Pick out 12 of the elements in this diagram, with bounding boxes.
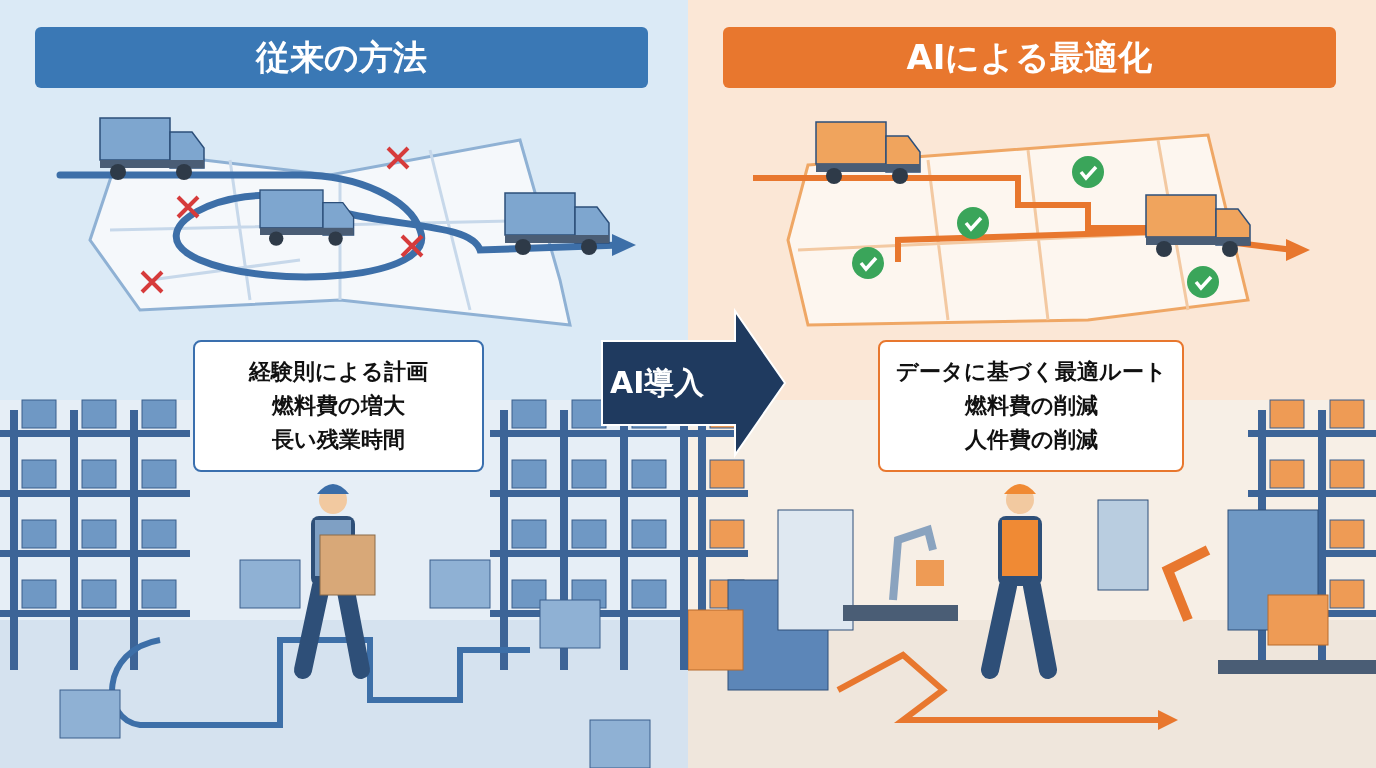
text-line: データに基づく最適ルート [895, 358, 1167, 386]
text-box [193, 340, 484, 472]
edge-label: AI導入 [610, 364, 705, 402]
arrow [601, 307, 787, 459]
text-line: 燃料費の削減 [964, 392, 1098, 420]
text-line: 長い残業時間 [272, 426, 405, 454]
text-box [878, 340, 1184, 472]
text-line: 経験則による計画 [249, 358, 428, 386]
text-line: 燃料費の増大 [272, 392, 405, 420]
heading-band: AIによる最適化 [723, 27, 1336, 88]
text-line: 人件費の削減 [964, 426, 1098, 454]
heading-band: 従来の方法 [35, 27, 648, 88]
